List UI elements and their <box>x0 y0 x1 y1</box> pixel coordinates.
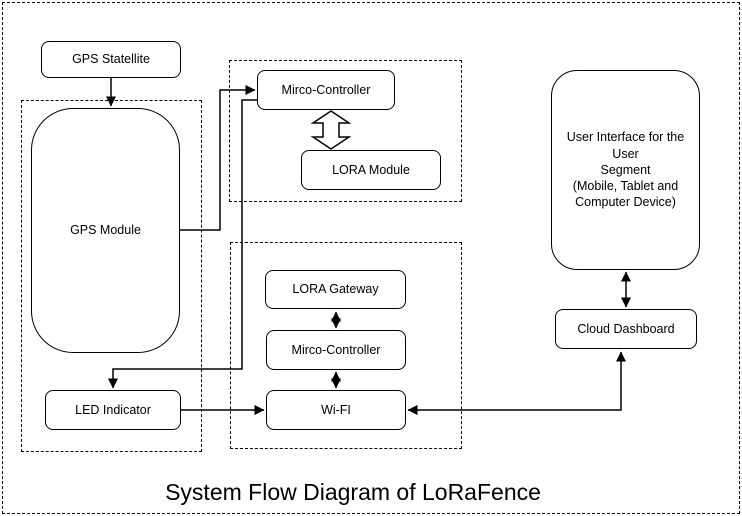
node-gateway-micro-controller-label: Mirco-Controller <box>291 342 381 357</box>
node-led-indicator: LED Indicator <box>45 390 181 430</box>
node-gateway-micro-controller: Mirco-Controller <box>266 330 406 370</box>
node-lora-gateway-label: LORA Gateway <box>292 282 379 297</box>
node-gps-module: GPS Module <box>31 108 180 353</box>
node-cloud-dashboard: Cloud Dashboard <box>555 309 697 349</box>
node-lora-module: LORA Module <box>301 150 441 190</box>
node-user-interface: User Interface for the User Segment (Mob… <box>551 70 700 270</box>
node-wifi-label: Wi-FI <box>321 402 351 417</box>
node-sensor-micro-controller: Mirco-Controller <box>257 70 395 110</box>
node-lora-gateway: LORA Gateway <box>265 270 406 309</box>
node-cloud-dashboard-label: Cloud Dashboard <box>577 321 675 336</box>
node-gps-satellite: GPS Statellite <box>41 41 181 78</box>
diagram-title: System Flow Diagram of LoRaFence <box>165 479 541 505</box>
node-gps-satellite-label: GPS Statellite <box>72 52 150 67</box>
node-gps-module-label: GPS Module <box>70 223 141 238</box>
node-user-interface-label: User Interface for the User Segment (Mob… <box>566 130 685 210</box>
node-wifi: Wi-FI <box>266 390 406 430</box>
node-lora-module-label: LORA Module <box>332 162 410 177</box>
node-led-indicator-label: LED Indicator <box>75 402 151 417</box>
node-sensor-micro-controller-label: Mirco-Controller <box>281 82 371 97</box>
